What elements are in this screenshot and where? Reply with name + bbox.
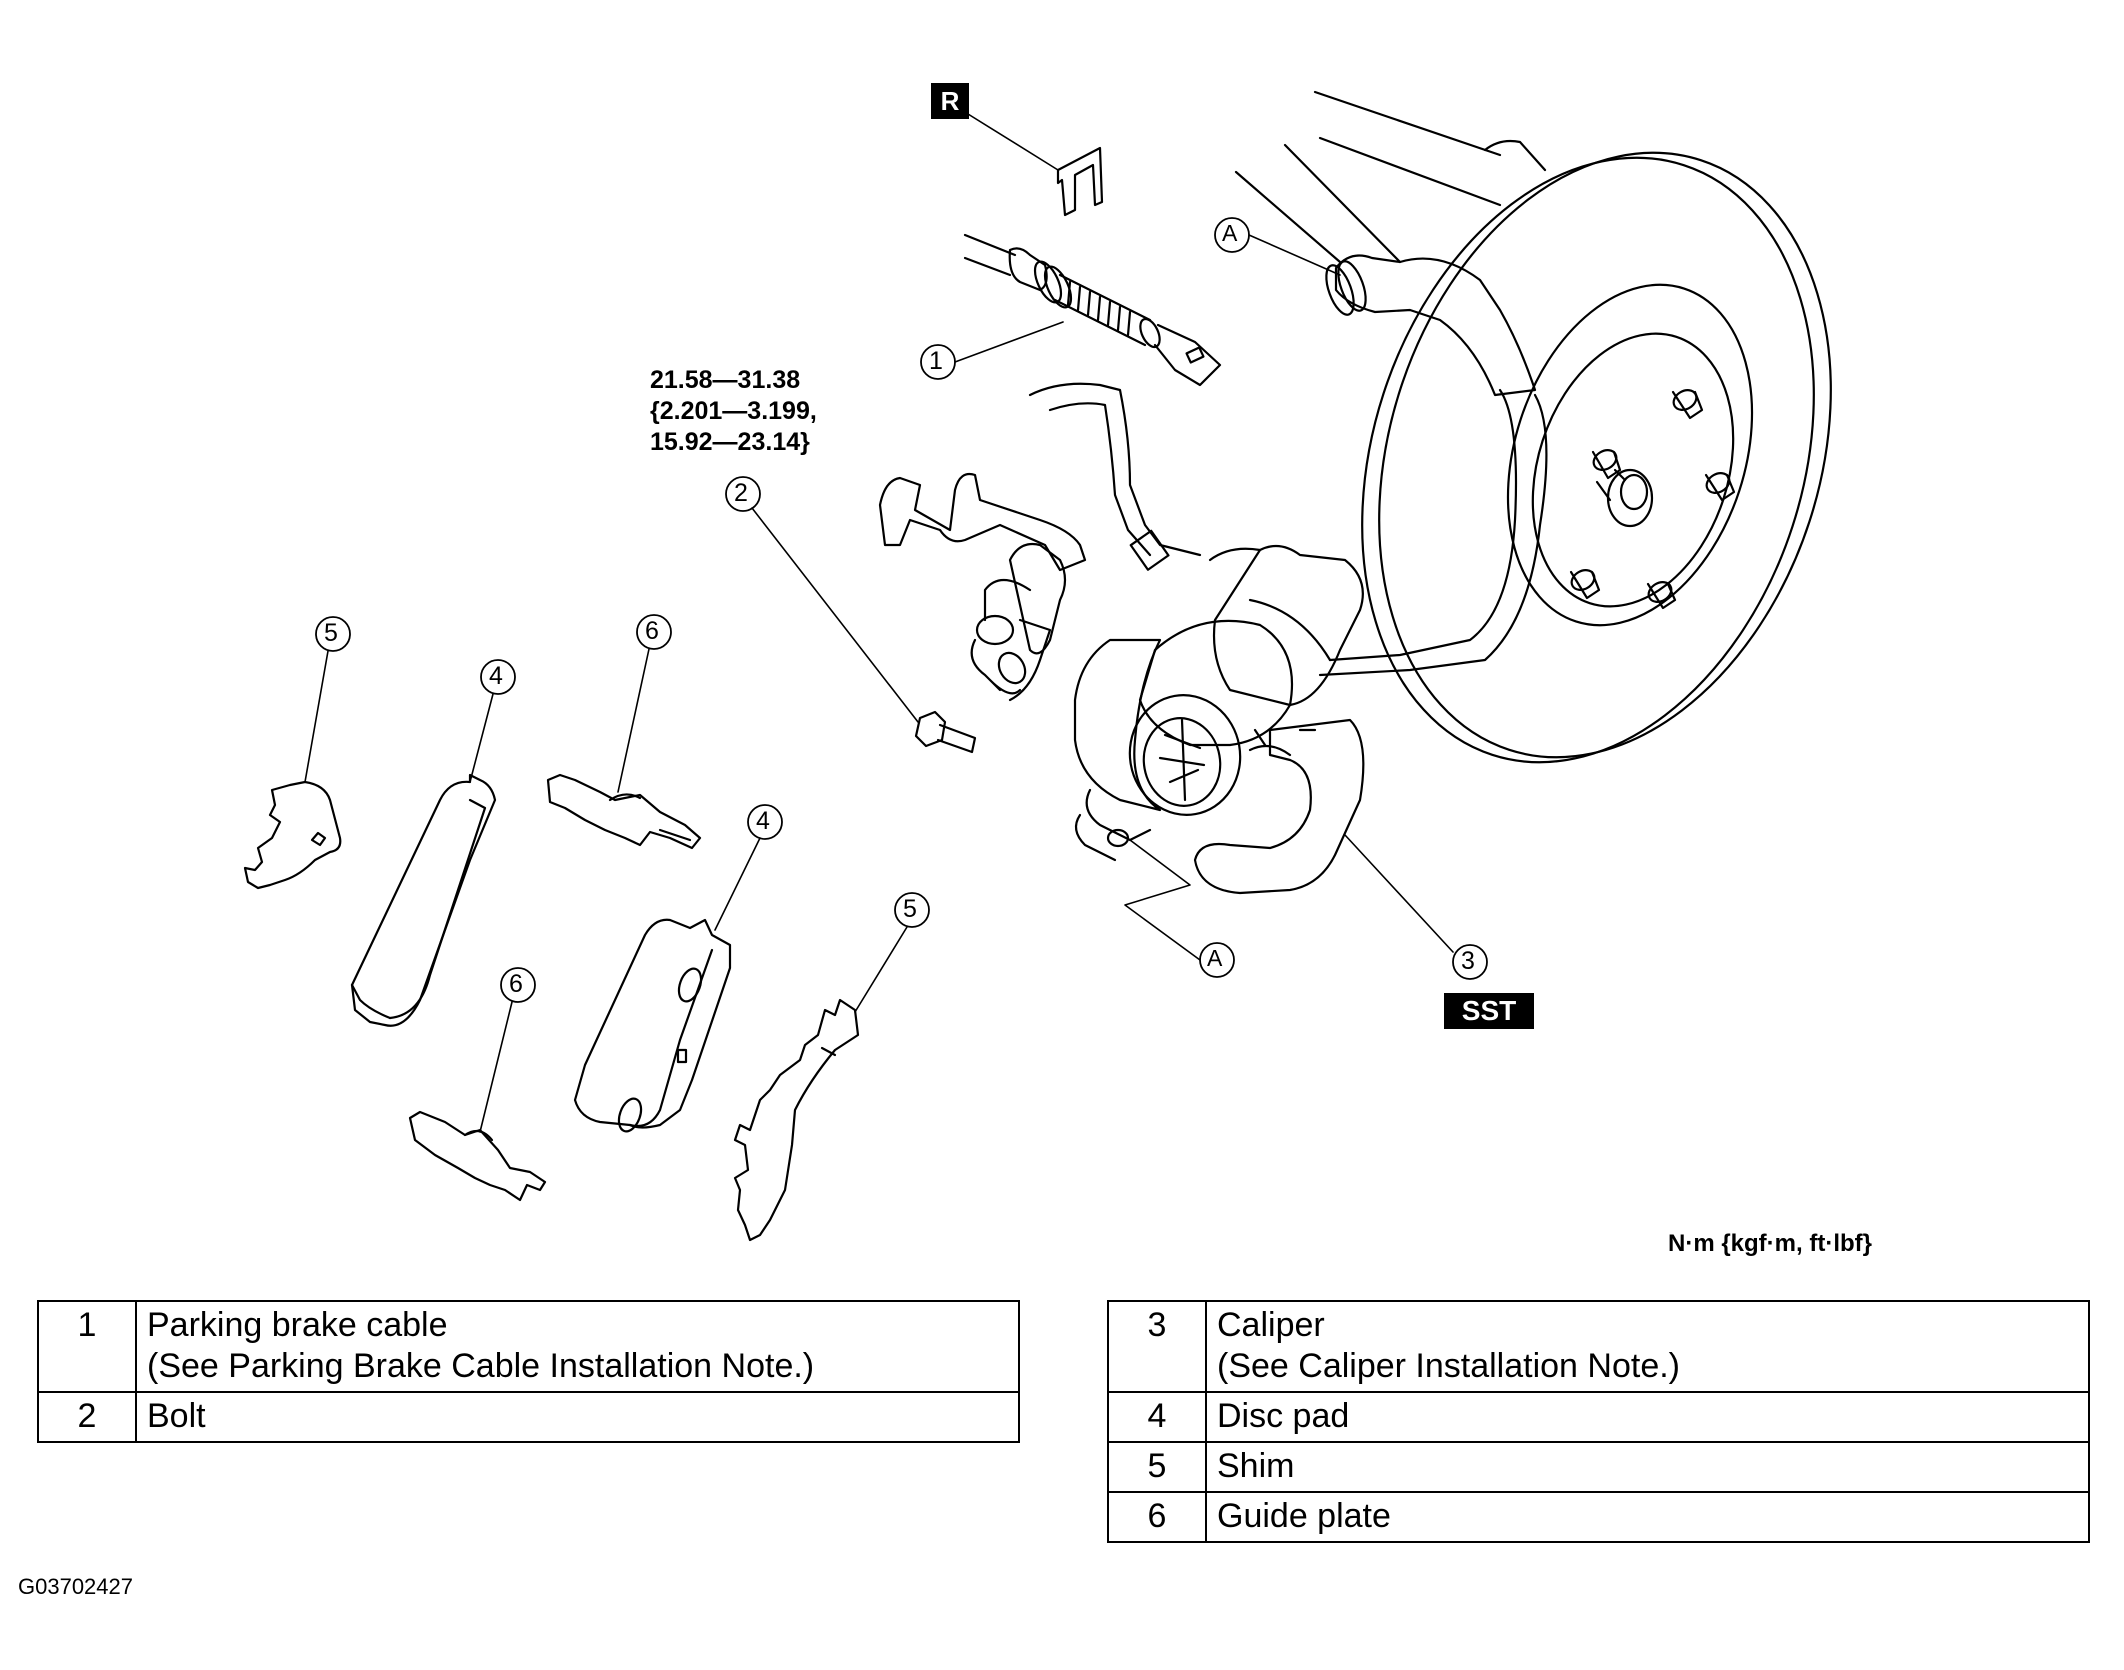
table-row: 1 Parking brake cable (See Parking Brake… (37, 1300, 1020, 1393)
leader-lines (304, 113, 1454, 1133)
callout-number-5b: 5 (903, 895, 917, 923)
shim-right (733, 998, 860, 1242)
hub-studs (1569, 389, 1736, 610)
caliper-bolt (914, 710, 977, 754)
shim-left (243, 780, 342, 890)
row-number: 2 (37, 1391, 137, 1443)
row-description: Guide plate (1205, 1491, 2090, 1543)
brake-disc (1234, 90, 1832, 764)
brake-pipe (1028, 382, 1262, 571)
caliper (1073, 544, 1365, 895)
torque-spec-kgf: {2.201—3.199, (650, 397, 817, 425)
callout-number-4a: 4 (489, 662, 503, 690)
table-row: 4 Disc pad (1107, 1391, 2090, 1443)
row-description: Caliper (See Caliper Installation Note.) (1205, 1300, 2090, 1393)
callout-number-2: 2 (734, 479, 748, 507)
brake-hose (1248, 254, 1548, 677)
tag-r: R (931, 83, 969, 119)
row-number: 1 (37, 1300, 137, 1393)
disc-pad-inner (573, 918, 732, 1133)
caliper-bracket (878, 472, 1087, 702)
callout-point-a-upper: A (1222, 220, 1238, 246)
row-number: 6 (1107, 1491, 1207, 1543)
torque-spec-nm: 21.58—31.38 (650, 366, 801, 394)
torque-spec-ftlbf: 15.92—23.14} (650, 428, 810, 456)
guide-plate-lower (408, 1110, 547, 1202)
row-description: Parking brake cable (See Parking Brake C… (135, 1300, 1020, 1393)
row-number: 3 (1107, 1300, 1207, 1393)
callout-number-1: 1 (929, 347, 943, 375)
row-description-line1: Parking brake cable (147, 1306, 448, 1344)
row-number: 4 (1107, 1391, 1207, 1443)
table-row: 2 Bolt (37, 1391, 1020, 1443)
callout-number-6a: 6 (645, 617, 659, 645)
callout-point-a-lower: A (1207, 945, 1223, 971)
row-description-line2: (See Caliper Installation Note.) (1217, 1347, 1681, 1385)
table-row: 3 Caliper (See Caliper Installation Note… (1107, 1300, 2090, 1393)
row-description-line2: (See Parking Brake Cable Installation No… (147, 1347, 815, 1385)
row-description: Shim (1205, 1441, 2090, 1493)
table-row: 5 Shim (1107, 1441, 2090, 1493)
callout-number-3: 3 (1461, 947, 1475, 975)
row-number: 5 (1107, 1441, 1207, 1493)
callout-number-5a: 5 (324, 619, 338, 647)
parking-brake-cable (963, 233, 1222, 387)
row-description: Disc pad (1205, 1391, 2090, 1443)
tag-sst: SST (1444, 993, 1534, 1029)
legend-table-left: 1 Parking brake cable (See Parking Brake… (37, 1300, 1020, 1443)
guide-plate-upper (546, 773, 702, 850)
disc-pad-outer (350, 773, 497, 1027)
unit-note: N·m {kgf·m, ft·lbf} (1668, 1230, 1872, 1257)
callout-number-4b: 4 (756, 807, 770, 835)
figure-id: G03702427 (18, 1574, 133, 1599)
callout-circles (315, 217, 1488, 1003)
row-description-line1: Caliper (1217, 1306, 1325, 1344)
row-description: Bolt (135, 1391, 1020, 1443)
legend-table-right: 3 Caliper (See Caliper Installation Note… (1107, 1300, 2090, 1543)
callout-number-6b: 6 (509, 970, 523, 998)
retaining-clip-r (1056, 146, 1104, 217)
table-row: 6 Guide plate (1107, 1491, 2090, 1543)
